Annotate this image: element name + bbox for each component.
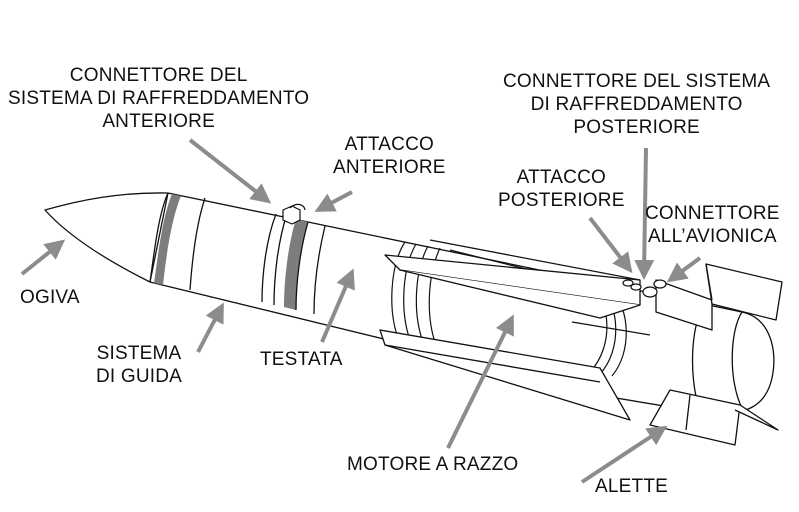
front-attachment-hook: [282, 205, 301, 225]
label-rocket-motor: MOTORE A RAZZO: [347, 454, 519, 475]
arrow-warhead: [320, 268, 355, 343]
label-fins: ALETTE: [595, 476, 668, 497]
strake-wings: [379, 239, 641, 421]
arrow-rocket-motor: [446, 314, 514, 449]
attachments: [282, 203, 667, 298]
arrow-rear-attachment: [588, 216, 633, 274]
guidance-band: [154, 194, 181, 285]
arrow-front-attachment: [314, 190, 353, 212]
label-avionics-connector: CONNETTORE ALL’AVIONICA: [645, 203, 780, 247]
label-warhead: TESTATA: [260, 349, 343, 370]
avionics-connector-plug: [642, 286, 658, 298]
nose-cone: [44, 192, 169, 283]
label-guidance-system: SISTEMA DI GUIDA: [96, 343, 183, 387]
arrow-fins: [580, 425, 668, 484]
arrow-rear-cooling: [634, 147, 655, 280]
label-front-attachment: ATTACCO ANTERIORE: [333, 134, 446, 178]
label-nose: OGIVA: [20, 287, 80, 308]
callout-arrows: [20, 138, 702, 484]
label-rear-cooling-connector: CONNETTORE DEL SISTEMA DI RAFFREDDAMENTO…: [503, 71, 771, 138]
arrow-nose: [20, 239, 66, 276]
label-rear-attachment: ATTACCO POSTERIORE: [498, 167, 625, 211]
arrow-front-cooling: [188, 138, 272, 204]
arrow-avionics: [666, 256, 702, 283]
label-front-cooling-connector: CONNETTORE DEL SISTEMA DI RAFFREDDAMENTO…: [8, 65, 310, 132]
arrow-guidance: [196, 302, 224, 353]
tail-fins: [649, 263, 783, 446]
warhead-band: [284, 219, 308, 310]
